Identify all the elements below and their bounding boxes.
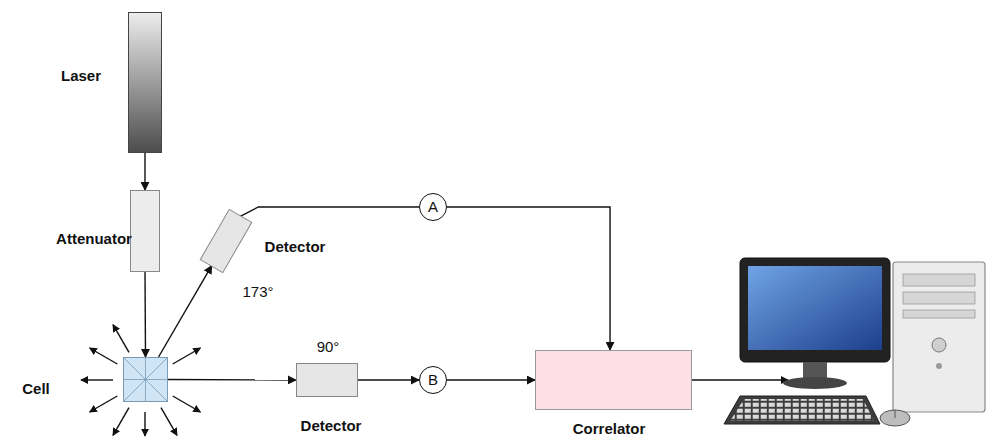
scatter-ray bbox=[113, 408, 129, 436]
signal-connector bbox=[144, 272, 146, 357]
detector-body bbox=[200, 209, 252, 272]
signal-connector bbox=[168, 379, 296, 381]
part-label: Attenuator bbox=[56, 230, 132, 247]
part-label: Laser bbox=[61, 67, 101, 84]
scatter-ray bbox=[90, 396, 118, 412]
part-label: Correlator bbox=[573, 420, 646, 437]
part-label: Detector bbox=[301, 417, 362, 434]
signal-connector bbox=[159, 266, 212, 357]
output-arrow bbox=[692, 379, 788, 380]
cell-line bbox=[124, 379, 167, 380]
angle-label: 173° bbox=[242, 283, 273, 300]
detector: Detector173° bbox=[195, 200, 257, 282]
cell-line bbox=[124, 358, 167, 401]
signal-connector bbox=[240, 207, 419, 216]
scatter-ray bbox=[173, 396, 201, 412]
correlator: Correlator bbox=[535, 350, 692, 410]
scatter-ray bbox=[113, 325, 129, 353]
cell-glyph bbox=[124, 358, 167, 401]
part-label: Detector bbox=[265, 238, 326, 255]
scatter-ray bbox=[161, 408, 177, 436]
scatter-ray bbox=[81, 379, 113, 380]
attenuator: Attenuator bbox=[130, 190, 160, 272]
scatter-rays bbox=[81, 325, 200, 436]
signal-connector bbox=[447, 207, 610, 350]
sample-cell: Cell bbox=[123, 357, 168, 402]
signal-connector bbox=[447, 379, 535, 380]
cell-line bbox=[124, 358, 167, 401]
detector-body bbox=[195, 200, 257, 282]
signal-letter: B bbox=[428, 371, 438, 388]
scatter-ray bbox=[173, 348, 201, 364]
signal-node: A bbox=[419, 193, 447, 221]
signal-letter: A bbox=[428, 198, 438, 215]
signal-connector bbox=[144, 153, 145, 190]
angle-label: 90° bbox=[317, 338, 340, 355]
scatter-ray bbox=[90, 348, 118, 364]
part-label: Cell bbox=[22, 380, 50, 397]
laser-source: Laser bbox=[128, 12, 162, 153]
scatter-ray bbox=[144, 412, 145, 436]
computer-illustration bbox=[724, 258, 985, 426]
detector: 90°Detector bbox=[296, 363, 358, 397]
signal-node: B bbox=[419, 366, 447, 394]
signal-connector bbox=[358, 379, 419, 380]
